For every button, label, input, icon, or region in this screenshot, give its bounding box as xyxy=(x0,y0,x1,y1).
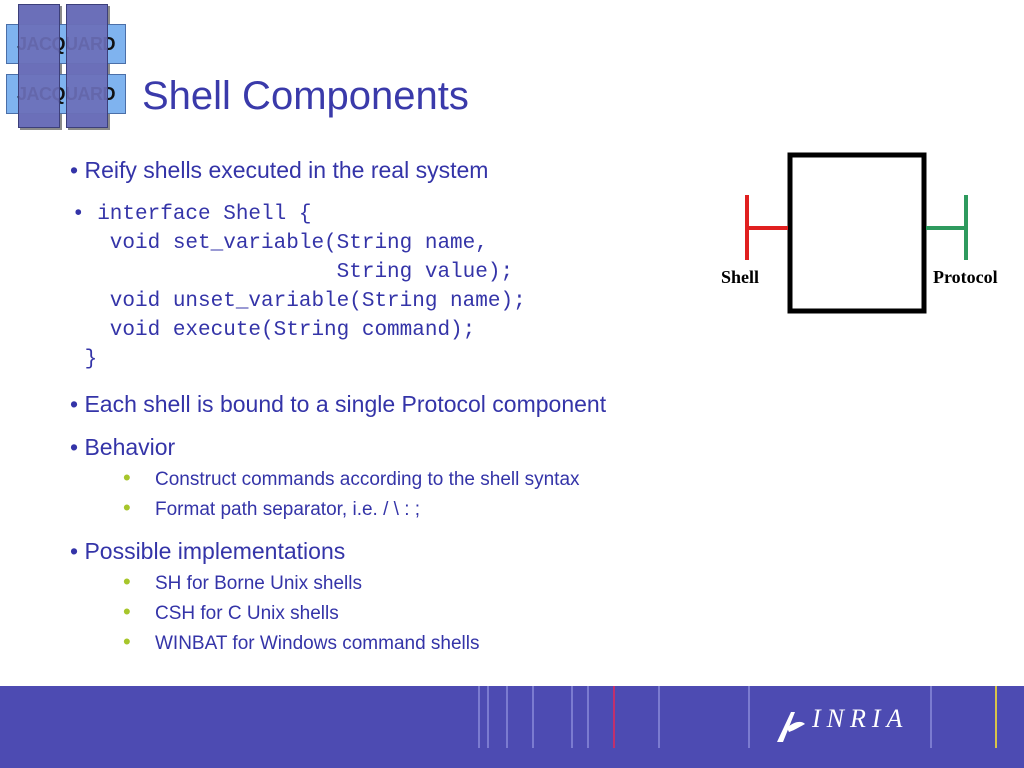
footer-divider-accent xyxy=(995,686,997,748)
impl-item: • WINBAT for Windows command shells xyxy=(123,629,480,655)
sub-bullet-dot: • xyxy=(123,629,131,654)
sub-bullet-dot: • xyxy=(123,495,131,520)
bullet-reify: • Reify shells executed in the real syst… xyxy=(70,157,488,184)
behavior-item-text: Format path separator, i.e. / \ : ; xyxy=(155,499,421,520)
footer-divider xyxy=(587,686,589,748)
shell-label: Shell xyxy=(721,267,759,287)
bullet-reify-text: Reify shells executed in the real system xyxy=(84,157,489,183)
shell-interface-code: • interface Shell { void set_variable(St… xyxy=(72,200,526,374)
slide-title: Shell Components xyxy=(142,74,469,118)
code-line: } xyxy=(72,348,98,371)
inria-emblem-icon xyxy=(777,712,805,742)
footer-divider xyxy=(532,686,534,748)
behavior-item: • Construct commands according to the she… xyxy=(123,465,580,491)
footer-divider xyxy=(487,686,489,748)
code-line: • interface Shell { xyxy=(72,203,312,226)
sub-bullet-dot: • xyxy=(123,569,131,594)
code-line: void execute(String command); xyxy=(72,319,476,342)
inria-logo-text: INRIA xyxy=(812,704,909,733)
impl-item-text: WINBAT for Windows command shells xyxy=(155,633,480,654)
footer-band: INRIA xyxy=(0,686,1024,768)
impl-item-text: SH for Borne Unix shells xyxy=(155,573,362,594)
code-line: void unset_variable(String name); xyxy=(72,290,526,313)
shell-component-diagram: Shell Protocol xyxy=(721,152,998,314)
bullet-behavior: • Behavior xyxy=(70,434,176,460)
footer-divider xyxy=(748,686,750,748)
sub-bullet-dot: • xyxy=(123,465,131,490)
footer-divider xyxy=(506,686,508,748)
footer-divider xyxy=(658,686,660,748)
impl-item: • SH for Borne Unix shells xyxy=(123,569,362,595)
jacquard-logo: JACQUARD JACQUARD xyxy=(6,4,128,128)
behavior-item: • Format path separator, i.e. / \ : ; xyxy=(123,495,421,521)
footer-divider-accent xyxy=(613,686,615,748)
logo-bar-overlay-left xyxy=(18,4,60,128)
component-box xyxy=(787,152,927,314)
impl-item: • CSH for C Unix shells xyxy=(123,599,339,625)
bullet-impl: • Possible implementations xyxy=(70,538,346,564)
bullet-dot: • xyxy=(70,157,85,183)
protocol-label: Protocol xyxy=(933,267,998,287)
code-line: void set_variable(String name, xyxy=(72,232,488,255)
footer-divider xyxy=(930,686,932,748)
footer-divider xyxy=(478,686,480,748)
code-line: String value); xyxy=(72,261,514,284)
bullet-bound: • Each shell is bound to a single Protoc… xyxy=(70,391,607,417)
behavior-item-text: Construct commands according to the shel… xyxy=(155,469,580,490)
sub-bullet-dot: • xyxy=(123,599,131,624)
slide-content: • Reify shells executed in the real syst… xyxy=(70,157,607,655)
logo-bar-overlay-right xyxy=(66,4,108,128)
footer-divider xyxy=(571,686,573,748)
impl-item-text: CSH for C Unix shells xyxy=(155,603,339,624)
